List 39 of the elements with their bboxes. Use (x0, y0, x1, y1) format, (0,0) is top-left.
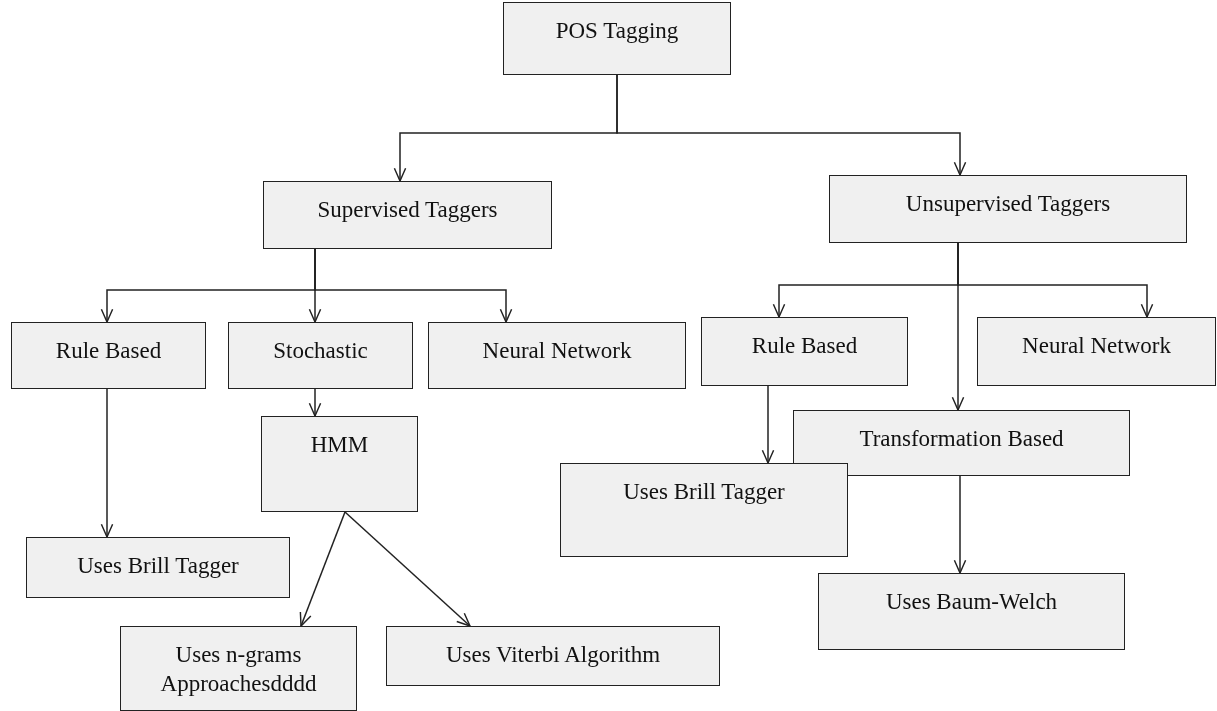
node-label: Uses Brill Tagger (77, 552, 239, 580)
process-box (428, 322, 686, 389)
node-label: POS Tagging (555, 17, 679, 45)
node-label: Uses Baum-Welch (885, 588, 1058, 616)
node-label: HMM (310, 431, 369, 459)
node-label: Rule Based (55, 337, 162, 365)
process-box (701, 317, 908, 386)
arrow (953, 475, 967, 574)
node-label: Uses Brill Tagger (623, 478, 785, 506)
node-label: Uses n-grams Approachesdddd (159, 641, 318, 698)
process-box (261, 416, 418, 512)
node-label: Uses Viterbi Algorithm (445, 641, 661, 669)
process-box (228, 322, 413, 389)
process-box (503, 2, 731, 75)
process-box (829, 175, 1187, 243)
process-box (793, 410, 1130, 476)
node-label: Neural Network (482, 337, 632, 365)
arrow (308, 388, 322, 417)
node-label: Transformation Based (859, 425, 1064, 453)
arrow (616, 74, 967, 176)
arrow (761, 385, 775, 464)
process-box (818, 573, 1125, 650)
node-label: Stochastic (273, 337, 368, 365)
process-box (386, 626, 720, 686)
arrow (299, 511, 346, 627)
process-box (120, 626, 357, 711)
node-label: Rule Based (751, 332, 858, 360)
arrow (951, 242, 965, 411)
process-box (263, 181, 552, 249)
process-box (11, 322, 206, 389)
process-box (26, 537, 290, 598)
arrow (344, 511, 471, 627)
node-label: Supervised Taggers (317, 196, 498, 224)
process-box (977, 317, 1216, 386)
arrow (314, 248, 513, 323)
node-label: Unsupervised Taggers (905, 190, 1111, 218)
arrow (100, 388, 114, 538)
node-label: Neural Network (1022, 332, 1171, 360)
process-box (560, 463, 848, 557)
